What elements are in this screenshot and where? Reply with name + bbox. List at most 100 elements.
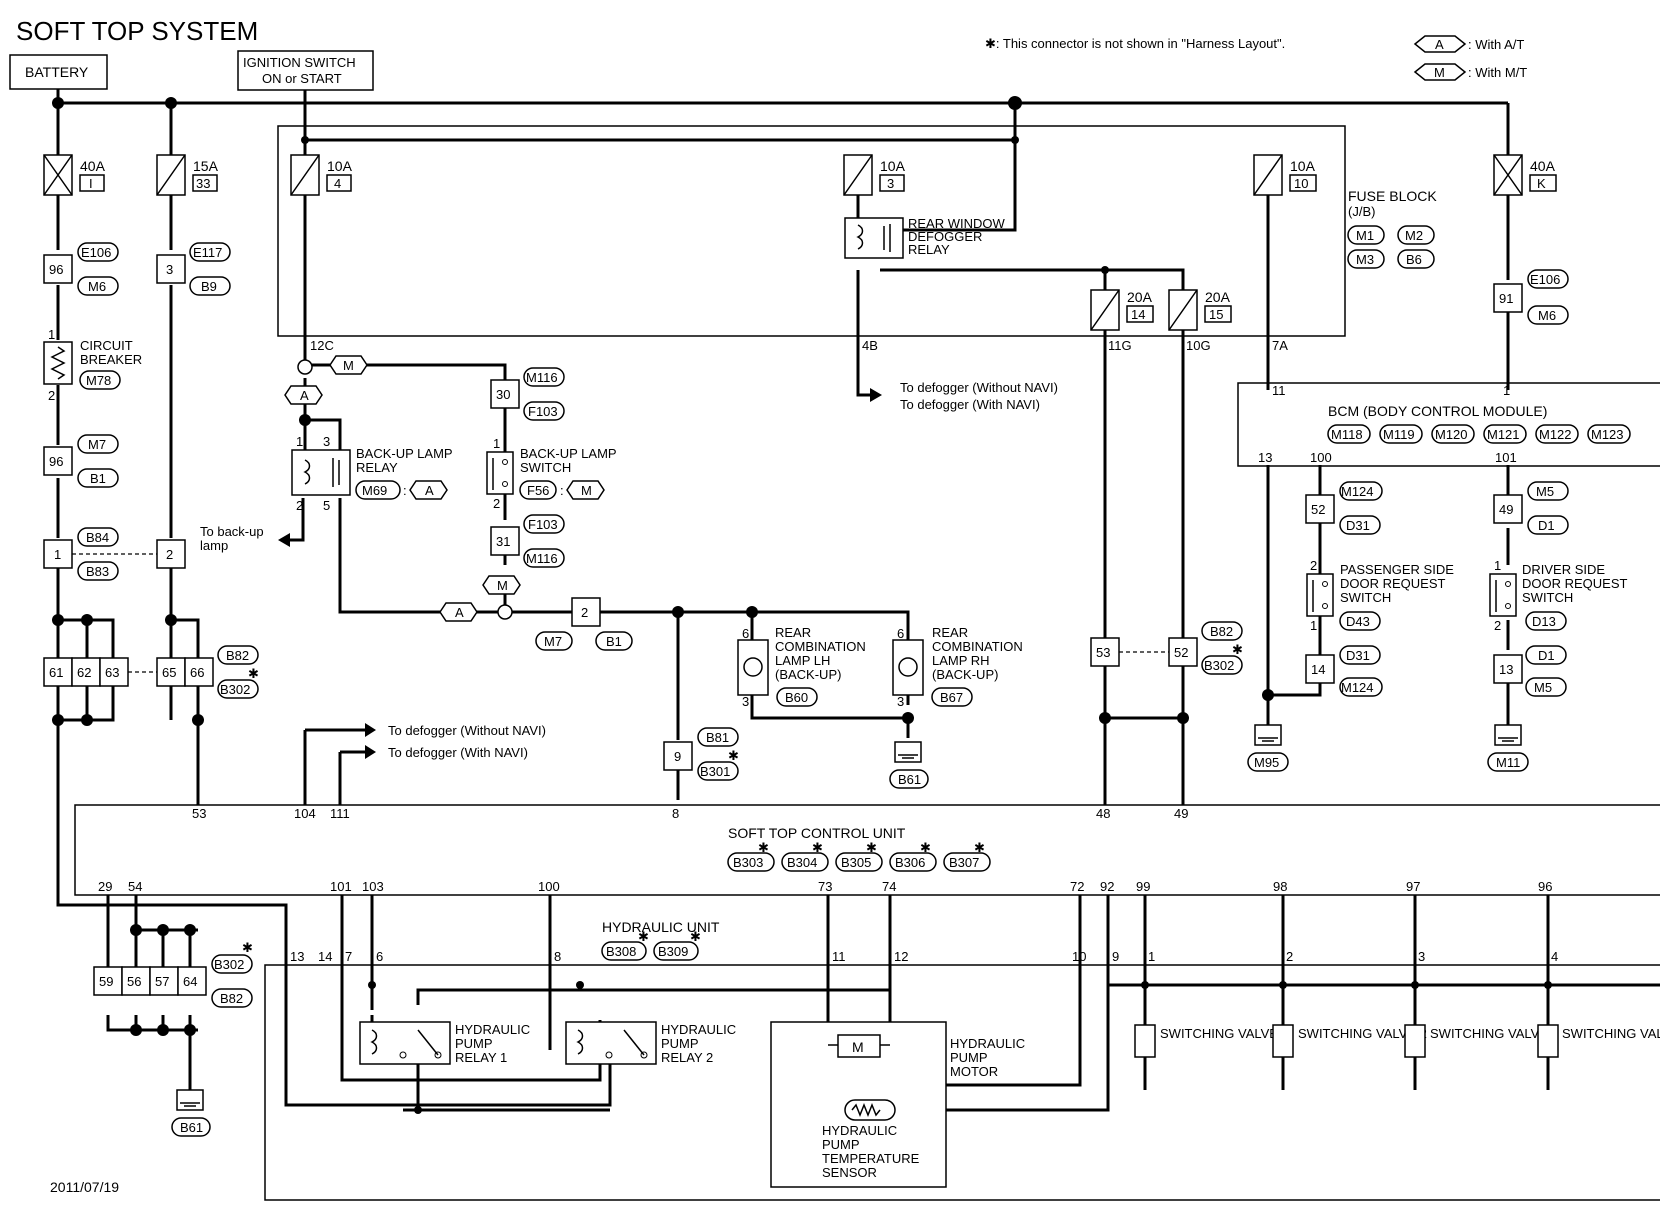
svg-text:SWITCHING VALVE 4: SWITCHING VALVE 4 xyxy=(1562,1026,1660,1041)
svg-text:HYDRAULIC: HYDRAULIC xyxy=(950,1036,1025,1051)
svg-text:56: 56 xyxy=(127,974,141,989)
svg-text:D43: D43 xyxy=(1346,614,1370,629)
svg-text:M119: M119 xyxy=(1383,427,1415,442)
fuse-15a-33: 15A 33 xyxy=(156,154,219,196)
svg-text:M118: M118 xyxy=(1331,427,1363,442)
svg-text:HYDRAULIC: HYDRAULIC xyxy=(822,1123,897,1138)
svg-text:MOTOR: MOTOR xyxy=(950,1064,998,1079)
svg-text:3: 3 xyxy=(1418,949,1425,964)
backup-lamp-arrow: To back-up lamp xyxy=(200,524,290,553)
svg-text:M124: M124 xyxy=(1341,680,1374,695)
svg-text:M2: M2 xyxy=(1405,228,1423,243)
svg-text:✱: ✱ xyxy=(920,840,931,855)
svg-text:✱: ✱ xyxy=(638,929,649,944)
svg-text:D1: D1 xyxy=(1538,648,1555,663)
svg-text:RELAY 2: RELAY 2 xyxy=(661,1050,713,1065)
svg-text:1: 1 xyxy=(1503,383,1510,398)
switching-valve-2: SWITCHING VALVE 2 xyxy=(1272,1024,1427,1058)
star-note: ✱: This connector is not shown in "Harne… xyxy=(985,36,1285,51)
svg-text:M: M xyxy=(497,578,508,593)
svg-text:B306: B306 xyxy=(895,855,925,870)
fuse-40a-k: 40A K xyxy=(1493,154,1557,196)
svg-text::: : xyxy=(403,483,407,498)
splice-connectors: 61 62 63 65 66 B82 ✱ B302 xyxy=(43,645,259,699)
svg-text:96: 96 xyxy=(1538,879,1552,894)
svg-text:10: 10 xyxy=(1072,949,1086,964)
svg-text:29: 29 xyxy=(98,879,112,894)
svg-text:REAR: REAR xyxy=(932,625,968,640)
fuse-10a-4: 10A 4 xyxy=(290,154,353,196)
svg-text:To defogger (Without NAVI): To defogger (Without NAVI) xyxy=(388,723,546,738)
svg-text:TEMPERATURE: TEMPERATURE xyxy=(822,1151,920,1166)
svg-text:(BACK-UP): (BACK-UP) xyxy=(775,667,841,682)
svg-text:D31: D31 xyxy=(1346,648,1370,663)
fuse-40a-i: 40A I xyxy=(43,154,106,196)
circuit-breaker: 1 2 CIRCUIT BREAKER M78 xyxy=(43,327,142,403)
ground-m11: M11 xyxy=(1487,724,1529,772)
svg-text:8: 8 xyxy=(554,949,561,964)
svg-text:SWITCH: SWITCH xyxy=(1340,590,1391,605)
svg-text:B61: B61 xyxy=(898,772,921,787)
svg-text:91: 91 xyxy=(1499,291,1513,306)
svg-text:E106: E106 xyxy=(81,245,111,260)
svg-text:PUMP: PUMP xyxy=(455,1036,493,1051)
svg-text:20A: 20A xyxy=(1127,289,1153,305)
svg-text:DEFOGGER: DEFOGGER xyxy=(908,229,982,244)
svg-text:30: 30 xyxy=(496,387,510,402)
fuse-block-terminals: 12C 4B 11G 10G 7A xyxy=(310,338,1288,353)
svg-text:M121: M121 xyxy=(1487,427,1520,442)
svg-text:61: 61 xyxy=(49,665,63,680)
svg-text:1: 1 xyxy=(493,436,500,451)
svg-text:M3: M3 xyxy=(1356,252,1374,267)
svg-text:100: 100 xyxy=(538,879,560,894)
svg-text:RELAY: RELAY xyxy=(356,460,398,475)
svg-text:2: 2 xyxy=(166,547,173,562)
svg-text:13: 13 xyxy=(1499,662,1513,677)
svg-text:✱: ✱ xyxy=(812,840,823,855)
svg-text:3: 3 xyxy=(897,694,904,709)
passenger-door-request-switch: 52 M124 D31 2 1 PASSENGER SIDE DOOR REQU… xyxy=(1305,481,1454,697)
svg-text:1: 1 xyxy=(54,547,61,562)
svg-text:B82: B82 xyxy=(226,648,249,663)
svg-text:HYDRAULIC: HYDRAULIC xyxy=(455,1022,530,1037)
svg-text:1: 1 xyxy=(1148,949,1155,964)
svg-text:F56: F56 xyxy=(527,483,549,498)
svg-text:B81: B81 xyxy=(706,730,729,745)
svg-text:2: 2 xyxy=(296,498,303,513)
svg-text:62: 62 xyxy=(77,665,91,680)
svg-text:✱: ✱ xyxy=(242,940,253,955)
svg-text:BACK-UP LAMP: BACK-UP LAMP xyxy=(356,446,453,461)
fuse-10a-10: 10A 10 xyxy=(1253,154,1317,196)
svg-text:64: 64 xyxy=(183,974,197,989)
svg-text:A: A xyxy=(425,483,434,498)
hydraulic-pump-relay-1: HYDRAULIC PUMP RELAY 1 xyxy=(359,1021,530,1065)
svg-text:A: A xyxy=(455,605,464,620)
svg-text:M122: M122 xyxy=(1539,427,1572,442)
svg-text:12C: 12C xyxy=(310,338,334,353)
svg-text:B1: B1 xyxy=(606,634,622,649)
svg-text:To defogger (Without NAVI): To defogger (Without NAVI) xyxy=(900,380,1058,395)
svg-text:M1: M1 xyxy=(1356,228,1374,243)
svg-text:3: 3 xyxy=(323,434,330,449)
hydraulic-pump-relay-2: HYDRAULIC PUMP RELAY 2 xyxy=(565,1021,736,1065)
svg-text:To defogger (With NAVI): To defogger (With NAVI) xyxy=(388,745,528,760)
svg-text:F103: F103 xyxy=(528,517,558,532)
svg-text:D13: D13 xyxy=(1532,614,1556,629)
svg-text:11: 11 xyxy=(832,949,846,964)
svg-text:8: 8 xyxy=(672,806,679,821)
svg-text:73: 73 xyxy=(818,879,832,894)
svg-text:59: 59 xyxy=(99,974,113,989)
svg-text:101: 101 xyxy=(330,879,352,894)
svg-text:M95: M95 xyxy=(1254,755,1279,770)
svg-text:B302: B302 xyxy=(220,682,250,697)
svg-text:M7: M7 xyxy=(544,634,562,649)
svg-text:HYDRAULIC UNIT: HYDRAULIC UNIT xyxy=(602,919,720,935)
svg-text:M6: M6 xyxy=(88,279,106,294)
svg-text:E106: E106 xyxy=(1530,272,1560,287)
svg-text:4: 4 xyxy=(1551,949,1558,964)
svg-text:1: 1 xyxy=(296,434,303,449)
svg-text:✱: ✱ xyxy=(1232,642,1243,657)
svg-text:LAMP RH: LAMP RH xyxy=(932,653,990,668)
svg-text:D1: D1 xyxy=(1538,518,1555,533)
arrow-defogger-4b: To defogger (Without NAVI) To defogger (… xyxy=(858,380,1058,412)
